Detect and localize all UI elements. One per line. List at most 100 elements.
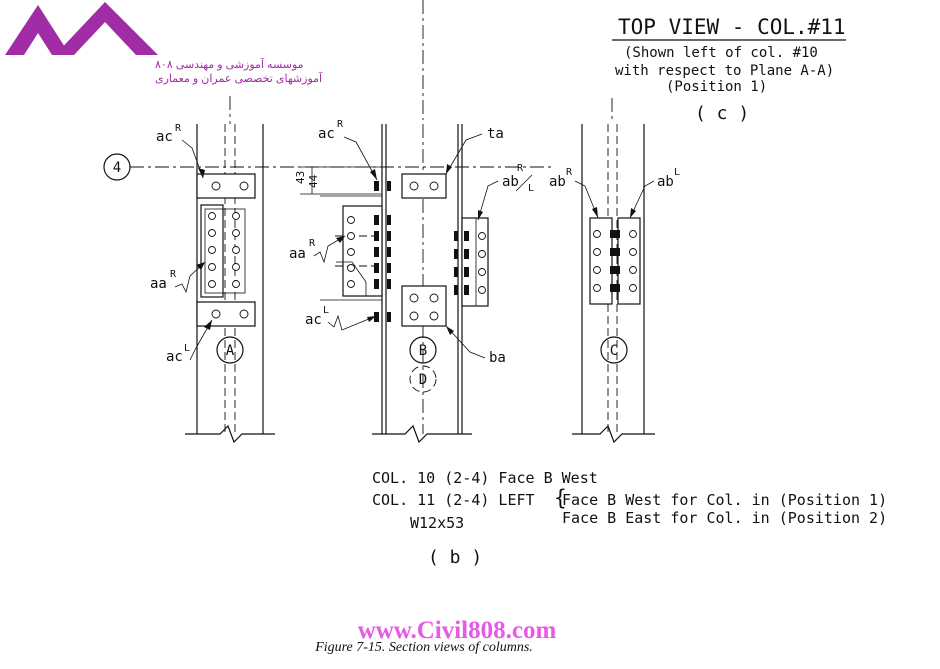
notes-block: COL. 10 (2-4) Face B West COL. 11 (2-4) … [372,469,887,568]
column-c-bolts [593,230,637,292]
column-b-bubble [409,336,437,364]
leader-ta [445,133,483,175]
leader-ac-r-b [343,136,378,181]
column-b-right-plate [454,217,489,307]
leader-ba [445,325,486,359]
column-b-top-plate [401,173,447,199]
column-b-bolt [429,181,439,191]
top-view-block: TOP VIEW - COL.#11 (Shown left of col. #… [612,15,846,124]
figure-caption: Figure 7-15. Section views of columns. [314,640,533,655]
arrowhead [630,208,636,218]
label-sup-l: L [674,167,680,178]
arrowhead [446,164,452,174]
column-c: C ab R ab L [549,124,680,444]
top-view-line1: (Shown left of col. #10 [624,45,818,61]
note-line2: COL. 11 (2-4) LEFT [372,491,535,509]
note-line3: W12x53 [410,514,464,532]
top-view-line3: (Position 1) [666,79,767,95]
label-sup-r: R [337,119,344,130]
column-a-bolt [211,309,221,319]
column-d-bubble-label: D [419,372,427,388]
column-b-shear-tab [320,181,391,322]
column-c-plate-left [589,217,613,305]
leader-ac-l-b [327,314,377,331]
column-b: 43 44 [289,119,534,444]
column-a-bubble [216,336,244,364]
column-a-bolt [239,181,249,191]
top-view-line2: with respect to Plane A-A) [615,63,834,79]
label-ab-l-c: ab [657,174,674,190]
column-a-break-line [185,424,275,444]
column-b-bolt [409,293,419,303]
column-c-plate-right [617,217,641,305]
column-a-bolt [211,181,221,191]
column-b-bolt [429,293,439,303]
column-b-bottom-plate [401,285,447,327]
label-ac-r-b: ac [318,126,335,142]
leader-aa-r-a [174,261,206,294]
column-b-bolt [409,311,419,321]
label-sup-r: R [170,269,177,280]
dim-text-43: 43 [294,171,307,184]
arrowhead [592,207,598,218]
column-b-bubble-label: B [419,343,427,359]
column-c-break-line [572,424,655,444]
brace-top: { [554,486,567,510]
column-a: A ac R aa R ac L [150,96,275,444]
label-ab-rl-b: ab [502,174,519,190]
column-c-bubble-label: C [610,343,618,359]
label-aa-r-a: aa [150,276,167,292]
column-a-web-bolts [208,212,240,288]
label-sup-r: R [175,123,182,134]
label-ac-l-b: ac [305,312,322,328]
arrowhead [198,168,205,178]
column-d-bubble [409,365,437,393]
label-sup-l: L [528,183,534,194]
logo-mark-left [5,5,70,55]
grid-bubble-4-label: 4 [113,160,121,176]
label-sup-r: R [309,238,316,249]
label-aa-r-b: aa [289,246,306,262]
arrowhead [367,316,376,322]
note-brace1: Face B West for Col. in (Position 1) [562,491,887,509]
logo: موسسه آموزشی و مهندسی ۸۰۸ آموزشهای تخصصی… [5,2,323,85]
leader-ab-b [477,180,499,221]
arrowhead [204,320,212,330]
top-view-title: TOP VIEW - COL.#11 [618,15,846,39]
label-ba: ba [489,350,506,366]
label-sup-l: L [323,305,329,316]
column-b-bolt [429,311,439,321]
column-b-bolt [409,181,419,191]
dim-text-44: 44 [307,174,320,188]
label-ac-l-a: ac [166,349,183,365]
note-brace2: Face B East for Col. in (Position 2) [562,509,887,527]
arrowhead [478,210,483,220]
leader-ab-r-c [574,180,599,219]
notes-tag: ( b ) [428,547,482,568]
label-ac-r-a: ac [156,129,173,145]
column-b-break-line [372,424,472,444]
column-a-web-plate [204,208,246,294]
leader-ac-l-a [189,319,213,361]
label-ab-r-c: ab [549,174,566,190]
arrowhead [196,262,205,270]
logo-mark-right [55,2,158,55]
leader-ac-r-a [181,139,204,179]
label-sup-r: R [566,167,573,178]
leader-aa-r-b [313,235,346,264]
label-sup-r: R [517,163,524,174]
logo-text-line1: موسسه آموزشی و مهندسی ۸۰۸ [155,57,304,71]
arrowhead [370,169,377,180]
label-sup-l: L [184,343,190,354]
top-view-tag: ( c ) [695,103,749,124]
column-c-bubble [600,336,628,364]
watermark-text: www.Civil808.com [358,617,557,644]
leader-ab-l-c [629,180,655,219]
column-a-bubble-label: A [226,343,235,359]
column-a-bolt [239,309,249,319]
arrowhead [446,326,454,335]
note-line1: COL. 10 (2-4) Face B West [372,469,598,487]
logo-text-line2: آموزشهای تخصصی عمران و معماری [155,71,323,85]
